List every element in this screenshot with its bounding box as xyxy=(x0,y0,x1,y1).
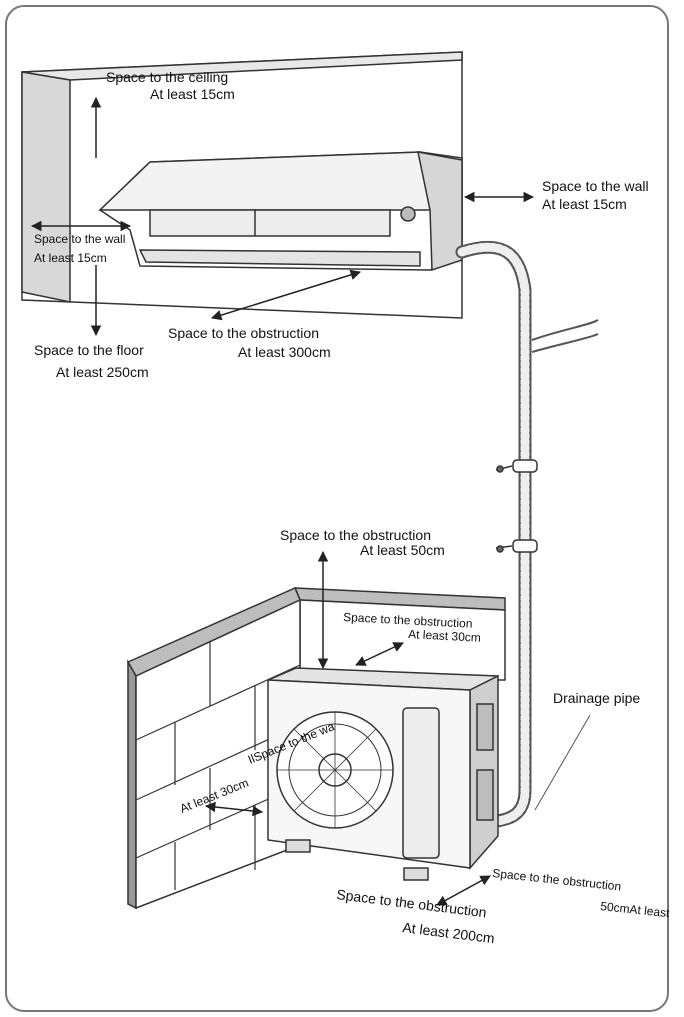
pipe-run xyxy=(455,240,599,829)
label-obstruction-top-value: At least 50cm xyxy=(360,542,445,558)
label-obstruction-indoor-title: Space to the obstruction xyxy=(168,325,319,341)
label-wall-right-value: At least 15cm xyxy=(542,196,627,212)
label-ceiling-value: At least 15cm xyxy=(150,86,235,102)
label-obstruction-back-title: Space to the obstruction xyxy=(343,610,473,631)
label-obstruction-top-title: Space to the obstruction xyxy=(280,527,431,543)
outdoor-unit xyxy=(267,667,499,881)
label-wall-right-title: Space to the wall xyxy=(542,178,649,194)
label-obstruction-back-value: At least 30cm xyxy=(408,627,481,645)
label-wall-left-value: At least 15cm xyxy=(34,251,107,265)
arrow-obstruction-front xyxy=(436,875,491,906)
label-wall-left-title: Space to the wall xyxy=(34,232,125,246)
label-floor-title: Space to the floor xyxy=(34,342,144,358)
arrow-obstruction-back xyxy=(355,642,404,666)
label-ceiling-title: Space to the ceiling xyxy=(106,69,228,85)
label-floor-value: At least 250cm xyxy=(56,364,149,380)
label-drainage-pipe: Drainage pipe xyxy=(553,690,640,706)
clearance-arrows xyxy=(30,96,535,906)
drainage-pointer-line xyxy=(534,714,591,811)
arrow-outdoor-wall xyxy=(204,801,264,817)
brick-wall xyxy=(126,587,301,910)
label-obstruction-indoor-value: At least 300cm xyxy=(238,344,331,360)
arrow-obstruction-indoor xyxy=(210,269,362,321)
indoor-unit xyxy=(98,151,463,272)
pipe-clamps xyxy=(495,459,538,553)
